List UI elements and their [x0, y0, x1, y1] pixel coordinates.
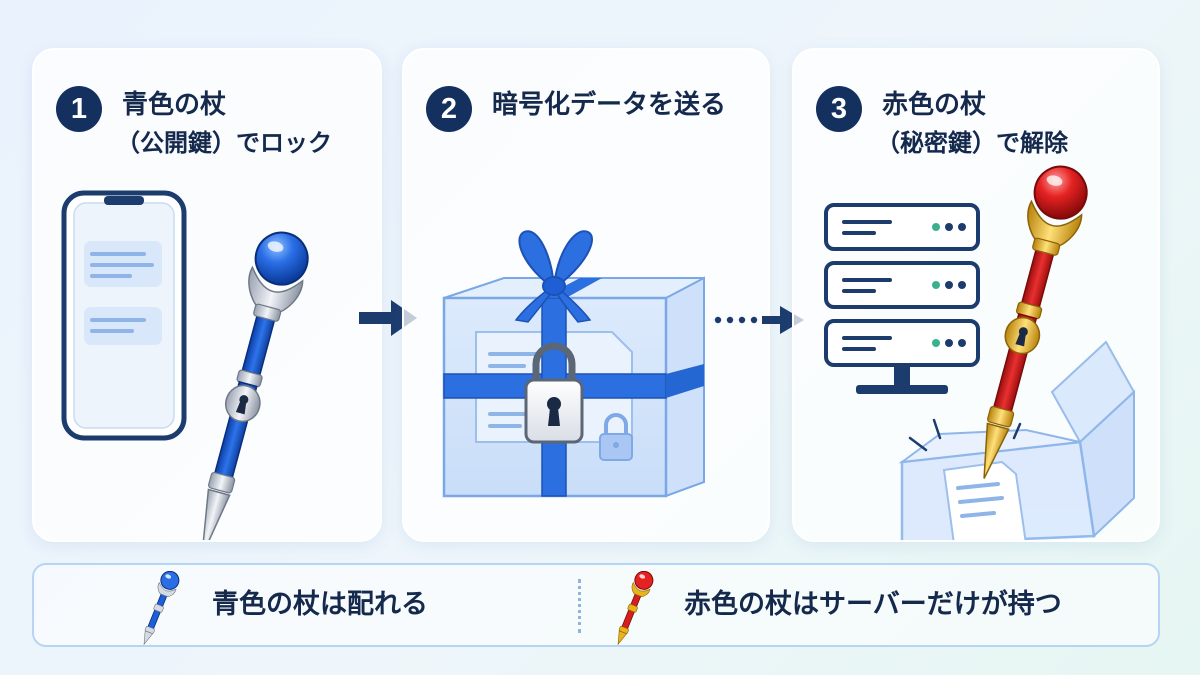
step-3-title: 赤色の杖 （秘密鍵）で解除 [876, 86, 1132, 162]
legend-bar: 青色の杖は配れる 赤色の杖はサーバーだけが持つ [32, 563, 1160, 647]
legend-blue-staff-text: 青色の杖は配れる [212, 589, 428, 620]
step-1-illustration [61, 190, 309, 540]
step-1-panel: 1 青色の杖 （公開鍵）でロック [32, 48, 382, 542]
step-2-illustration [442, 230, 705, 498]
open-box-icon [898, 340, 1136, 540]
step-3-title-line1: 赤色の杖 [882, 90, 987, 120]
red-staff-icon [617, 571, 654, 645]
small-padlock-icon [599, 413, 633, 461]
step-3-illustration [824, 165, 1136, 540]
step-3-panel: 3 赤色の杖 （秘密鍵）で解除 [792, 48, 1160, 542]
step-2-panel: 2 暗号化データを送る [402, 48, 770, 542]
step-3-number-badge: 3 [816, 86, 862, 132]
step-1-number-badge: 1 [56, 86, 102, 132]
step-1-title-line2: （公開鍵）でロック [116, 129, 332, 157]
step-1-title: 青色の杖 （公開鍵）でロック [116, 86, 372, 162]
legend-red-staff-text: 赤色の杖はサーバーだけが持つ [684, 589, 1062, 620]
document-icon [942, 460, 1027, 540]
blue-staff-icon [143, 571, 180, 645]
smartphone-icon [61, 190, 187, 441]
step-1-title-line1: 青色の杖 [122, 90, 227, 120]
gift-box-icon [442, 230, 705, 498]
server-icon [824, 203, 980, 394]
red-staff-icon [983, 165, 1088, 479]
step-2-title-line1: 暗号化データを送る [492, 90, 727, 120]
step-2-number-badge: 2 [426, 86, 472, 132]
step-2-title: 暗号化データを送る [492, 86, 752, 124]
legend-divider [578, 579, 581, 633]
blue-staff-icon [201, 231, 309, 540]
padlock-icon [524, 342, 584, 444]
step-3-title-line2: （秘密鍵）で解除 [876, 129, 1068, 157]
